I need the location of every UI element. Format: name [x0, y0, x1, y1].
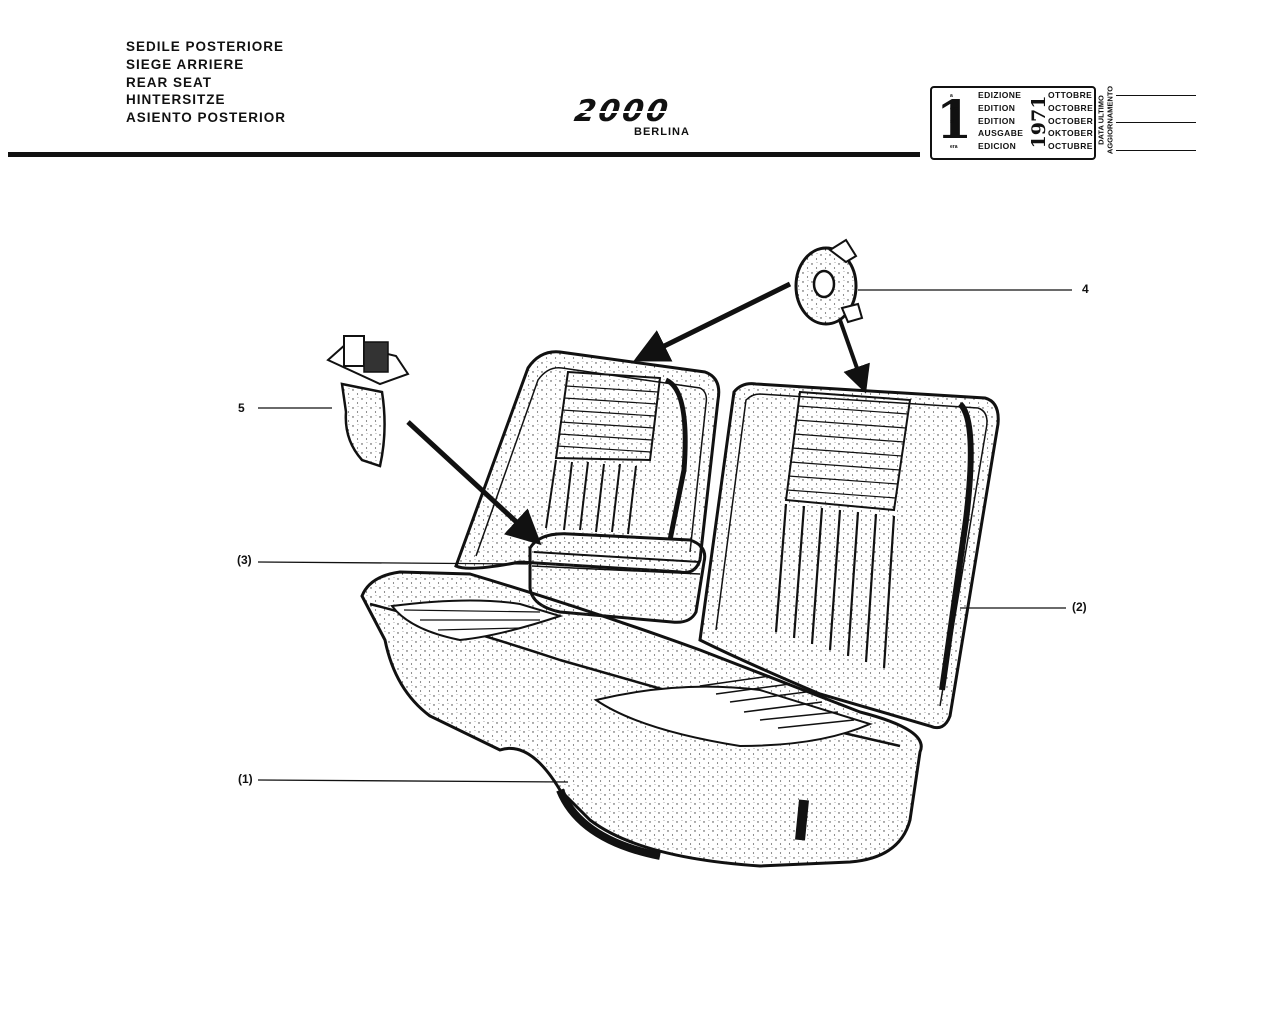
update-line [1116, 150, 1196, 151]
edition-month: OCTOBRE [1048, 103, 1094, 113]
title-german: HINTERSITZE [126, 92, 226, 108]
callout-5: 5 [238, 401, 245, 415]
svg-text:DATA ULTIMO: DATA ULTIMO [1097, 95, 1106, 145]
title-italian: SEDILE POSTERIORE [126, 39, 285, 54]
title-spanish: ASIENTO POSTERIOR [126, 110, 287, 126]
edition-word: EDICION [978, 141, 1017, 151]
leader-lines [257, 289, 1072, 783]
edition-word: AUSGABE [978, 128, 1024, 138]
edition-suffix: era [950, 144, 958, 150]
svg-text:1971: 1971 [1028, 96, 1050, 149]
edition-year: 1971 [1028, 96, 1050, 149]
edition-number: 1 [936, 90, 973, 151]
callout-4: 4 [1082, 282, 1089, 296]
edition-suffix: ère [950, 106, 958, 112]
update-line [1116, 122, 1196, 123]
callout-3: (3) [237, 553, 252, 567]
edition-month: OCTUBRE [1048, 141, 1093, 151]
title-english: REAR SEAT [126, 74, 213, 90]
edition-word: EDIZIONE [978, 90, 1022, 100]
clip-part-5 [326, 335, 410, 468]
edition-month: OKTOBER [1048, 128, 1094, 138]
header-rule [8, 152, 920, 157]
update-label: DATA ULTIMO AGGIORNAMENTO [1097, 86, 1115, 154]
edition-suffix: a [950, 93, 953, 99]
edition-month: OCTOBER [1048, 116, 1094, 126]
edition-month: OTTOBRE [1048, 90, 1093, 100]
grommet-part-4 [794, 238, 864, 326]
svg-text:AGGIORNAMENTO: AGGIORNAMENTO [1106, 86, 1115, 154]
update-line [1116, 95, 1196, 96]
callout-1: (1) [238, 772, 253, 786]
seat-cushion [360, 570, 923, 868]
edition-word: EDITION [978, 103, 1016, 113]
callout-2: (2) [1072, 600, 1087, 614]
title-french: SIEGE ARRIERE [126, 56, 245, 72]
edition-suffix: . [950, 131, 952, 137]
title-block: SEDILE POSTERIORE SIEGE ARRIERE REAR SEA… [126, 38, 286, 127]
model-variant: BERLINA [634, 126, 690, 138]
direction-arrows [406, 281, 870, 546]
edition-suffix: st [950, 119, 955, 125]
model-logo: 2000 [560, 98, 690, 126]
edition-box [930, 86, 1096, 160]
edition-word: EDITION [978, 116, 1016, 126]
right-backrest [698, 382, 1000, 730]
